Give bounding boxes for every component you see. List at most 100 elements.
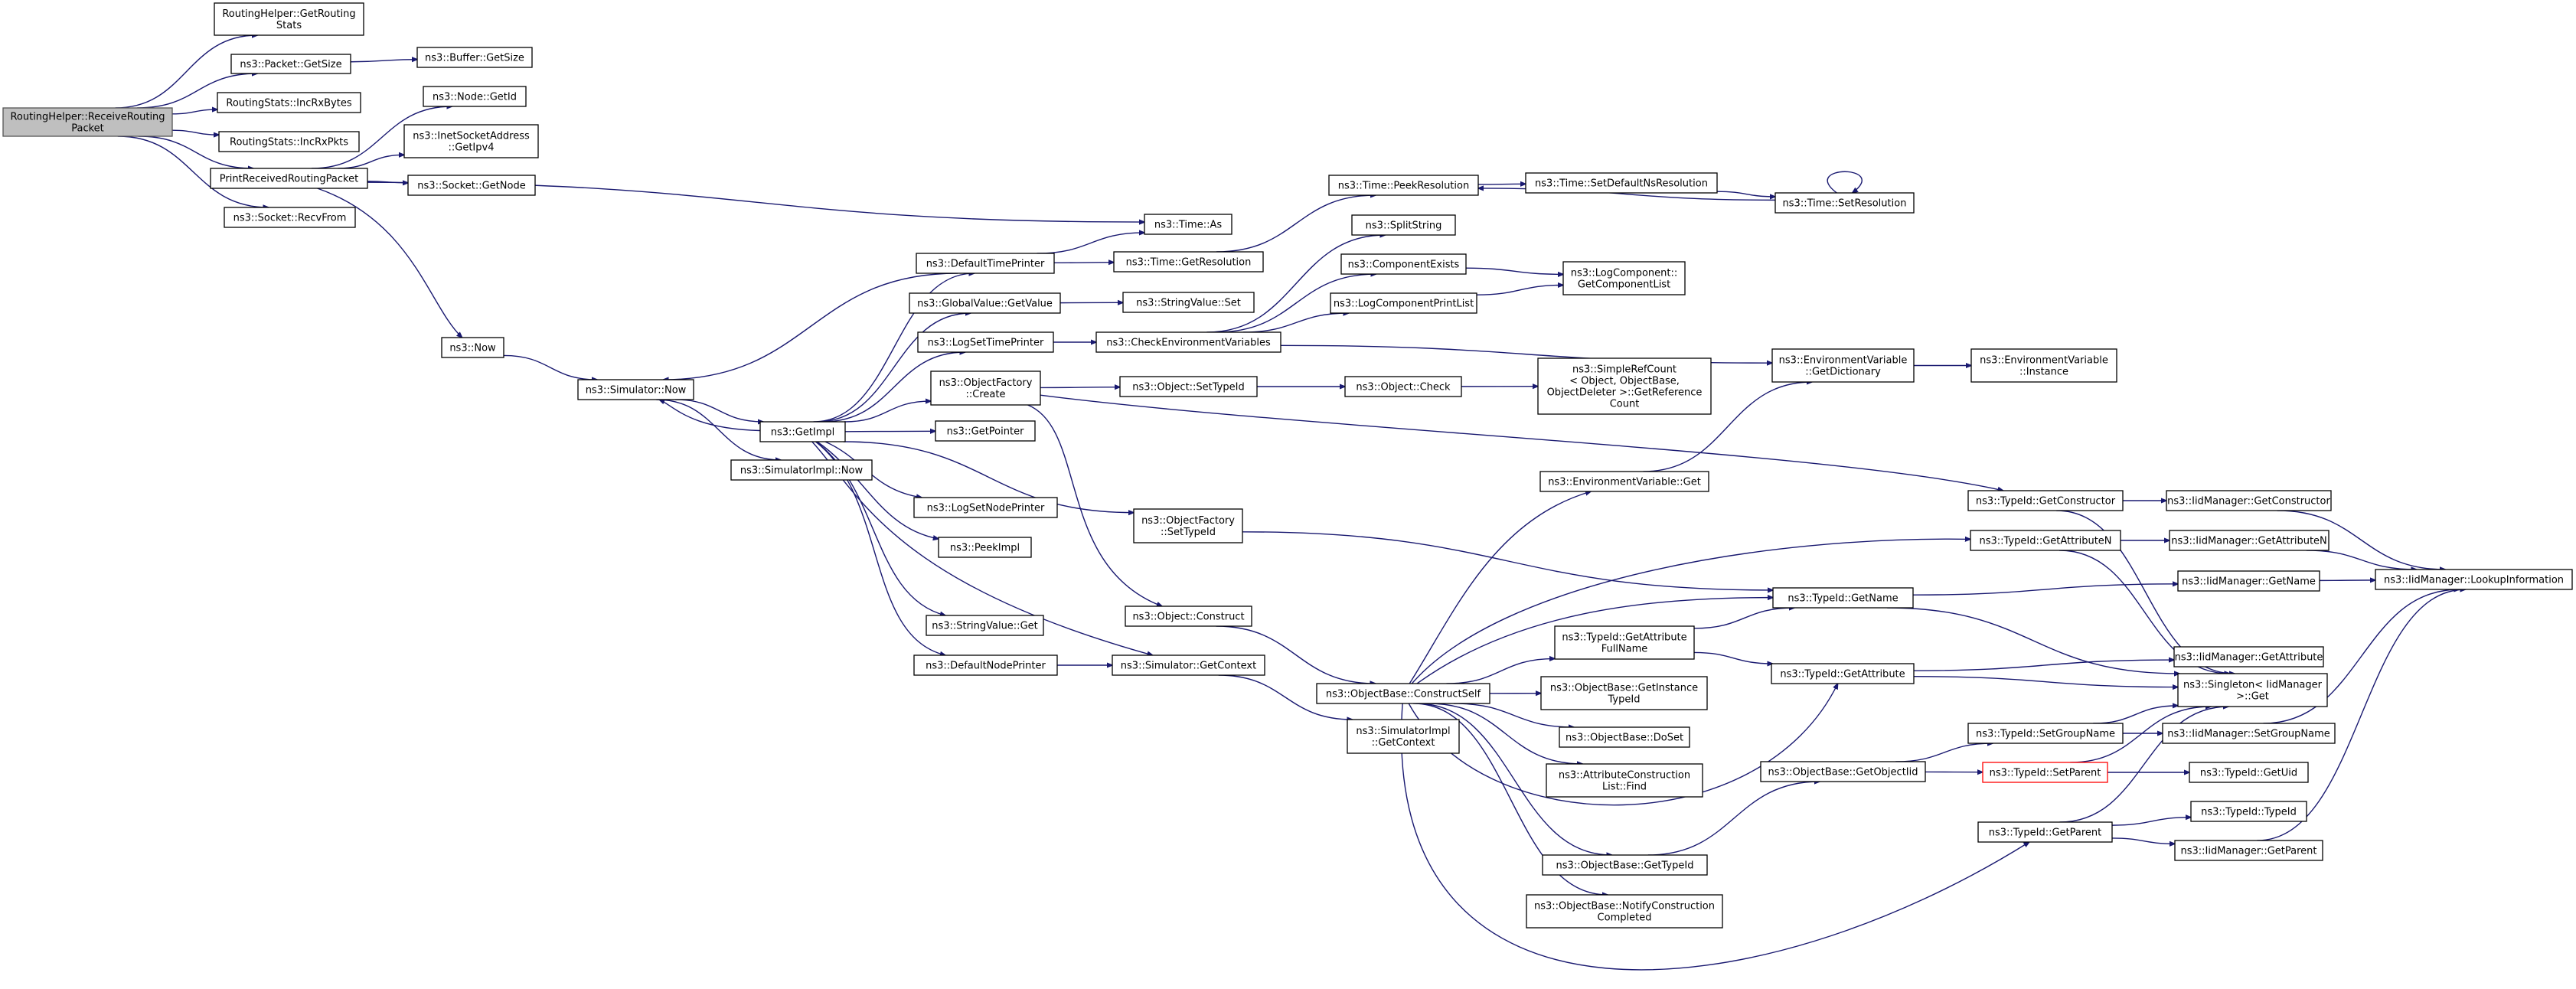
node-typeid-setgroupname[interactable]: ns3::TypeId::SetGroupName bbox=[1967, 723, 2124, 744]
node-simimpl-getcontext[interactable]: ns3::SimulatorImpl::GetContext bbox=[1347, 719, 1460, 754]
call-edge bbox=[1912, 584, 2178, 596]
node-label: ns3::Object::SetTypeId bbox=[1132, 382, 1244, 393]
node-splitstring[interactable]: ns3::SplitString bbox=[1351, 214, 1456, 236]
node-typeid-getattribute[interactable]: ns3::TypeId::GetAttribute bbox=[1771, 663, 1915, 684]
node-time-setres[interactable]: ns3::Time::SetResolution bbox=[1774, 192, 1915, 214]
node-check-env[interactable]: ns3::CheckEnvironmentVariables bbox=[1095, 331, 1281, 353]
call-edge bbox=[1411, 539, 1970, 684]
node-iid-getparent[interactable]: ns3::IidManager::GetParent bbox=[2174, 840, 2323, 861]
node-iid-getname[interactable]: ns3::IidManager::GetName bbox=[2177, 570, 2320, 592]
node-incrxpkts[interactable]: RoutingStats::IncRxPkts bbox=[218, 131, 360, 152]
node-time-as[interactable]: ns3::Time::As bbox=[1144, 214, 1232, 235]
node-getimpl[interactable]: ns3::GetImpl bbox=[759, 421, 846, 442]
node-label: ns3::IidManager::GetAttribute bbox=[2175, 652, 2323, 664]
node-iid-lookupinfo[interactable]: ns3::IidManager::LookupInformation bbox=[2375, 569, 2573, 590]
call-edge bbox=[843, 441, 1134, 513]
call-edge-line bbox=[843, 441, 1134, 513]
node-ob-gettypeid[interactable]: ns3::ObjectBase::GetTypeId bbox=[1542, 854, 1708, 876]
node-obj-settypeid[interactable]: ns3::Object::SetTypeId bbox=[1119, 376, 1258, 397]
node-getpointer[interactable]: ns3::GetPointer bbox=[935, 420, 1036, 442]
node-box bbox=[1771, 663, 1915, 684]
node-time-setdefaultns[interactable]: ns3::Time::SetDefaultNsResolution bbox=[1525, 172, 1718, 194]
call-edge-line bbox=[675, 399, 763, 422]
node-default-node-printer[interactable]: ns3::DefaultNodePrinter bbox=[913, 654, 1058, 676]
node-buf-getsize[interactable]: ns3::Buffer::GetSize bbox=[416, 47, 533, 68]
node-obj-check[interactable]: ns3::Object::Check bbox=[1344, 376, 1462, 397]
node-iid-getattribute[interactable]: ns3::IidManager::GetAttribute bbox=[2173, 646, 2324, 667]
node-box bbox=[1316, 683, 1490, 704]
node-of-create[interactable]: ns3::ObjectFactory::Create bbox=[930, 370, 1041, 406]
node-now[interactable]: ns3::Now bbox=[441, 337, 504, 358]
node-log-set-time-printer[interactable]: ns3::LogSetTimePrinter bbox=[917, 331, 1054, 353]
call-edge-line bbox=[1887, 607, 2179, 674]
node-gv-getvalue[interactable]: ns3::GlobalValue::GetValue bbox=[909, 292, 1061, 314]
node-iid-getconstructor[interactable]: ns3::IidManager::GetConstructor bbox=[2166, 490, 2332, 511]
call-edge bbox=[1887, 607, 2179, 674]
node-simimpl-now[interactable]: ns3::SimulatorImpl::Now bbox=[730, 459, 873, 481]
node-log-set-node-printer[interactable]: ns3::LogSetNodePrinter bbox=[913, 497, 1058, 518]
call-edge bbox=[817, 441, 939, 539]
node-typeid-setparent[interactable]: ns3::TypeId::SetParent bbox=[1982, 762, 2108, 783]
node-peekimpl[interactable]: ns3::PeekImpl bbox=[938, 537, 1032, 558]
node-sv-set[interactable]: ns3::StringValue::Set bbox=[1122, 292, 1255, 313]
node-recvfrom[interactable]: ns3::Socket::RecvFrom bbox=[224, 207, 356, 228]
node-label: ObjectDeleter >::GetReference bbox=[1547, 387, 1703, 399]
node-typeid-typeid[interactable]: ns3::TypeId::TypeId bbox=[2190, 801, 2307, 822]
node-box bbox=[230, 54, 351, 74]
node-ob-doset[interactable]: ns3::ObjectBase::DoSet bbox=[1559, 726, 1690, 748]
node-label: ns3::TypeId::GetParent bbox=[1989, 827, 2102, 839]
node-log-comp-printlist[interactable]: ns3::LogComponentPrintList bbox=[1330, 292, 1477, 314]
node-singleton-get[interactable]: ns3::Singleton< IidManager>::Get bbox=[2177, 673, 2328, 707]
call-edge bbox=[1827, 171, 1863, 193]
call-edge-line bbox=[1415, 703, 1612, 855]
node-envvar-getdict[interactable]: ns3::EnvironmentVariable::GetDictionary bbox=[1771, 348, 1915, 383]
node-logcomp-getlist[interactable]: ns3::LogComponent::GetComponentList bbox=[1562, 261, 1686, 295]
call-edge bbox=[2059, 707, 2228, 823]
node-simplerefcount[interactable]: ns3::SimpleRefCount< Object, ObjectBase,… bbox=[1537, 357, 1712, 415]
node-label: ns3::InetSocketAddress bbox=[413, 131, 530, 142]
node-typeid-getparent[interactable]: ns3::TypeId::GetParent bbox=[1977, 821, 2113, 843]
node-time-peekres[interactable]: ns3::Time::PeekResolution bbox=[1328, 175, 1479, 196]
node-sim-now[interactable]: ns3::Simulator::Now bbox=[577, 379, 694, 400]
node-iid-setgroupname[interactable]: ns3::IidManager::SetGroupName bbox=[2162, 723, 2336, 744]
node-ob-constructself[interactable]: ns3::ObjectBase::ConstructSelf bbox=[1316, 683, 1490, 704]
node-of-settypeid[interactable]: ns3::ObjectFactory::SetTypeId bbox=[1133, 508, 1243, 543]
node-box bbox=[1772, 587, 1914, 609]
node-envvar-instance[interactable]: ns3::EnvironmentVariable::Instance bbox=[1970, 348, 2117, 383]
node-label: ns3::Time::PeekResolution bbox=[1338, 181, 1469, 192]
node-box bbox=[935, 420, 1036, 442]
node-typeid-getattributen[interactable]: ns3::TypeId::GetAttributeN bbox=[1970, 530, 2121, 551]
node-label: ns3::PeekImpl bbox=[950, 543, 1020, 554]
node-time-getres[interactable]: ns3::Time::GetResolution bbox=[1113, 251, 1264, 273]
call-edge-line bbox=[1446, 658, 1555, 684]
node-default-time-printer[interactable]: ns3::DefaultTimePrinter bbox=[916, 253, 1055, 274]
node-envvar-get[interactable]: ns3::EnvironmentVariable::Get bbox=[1539, 471, 1709, 492]
node-label: ns3::SimpleRefCount bbox=[1572, 364, 1677, 376]
node-label: ns3::Now bbox=[449, 343, 496, 354]
node-box bbox=[2162, 723, 2336, 744]
node-sim-getcontext[interactable]: ns3::Simulator::GetContext bbox=[1112, 654, 1265, 676]
node-typeid-getname[interactable]: ns3::TypeId::GetName bbox=[1772, 587, 1914, 609]
node-box bbox=[1562, 261, 1686, 295]
node-sv-get[interactable]: ns3::StringValue::Get bbox=[926, 615, 1044, 636]
node-typeid-getuid[interactable]: ns3::TypeId::GetUid bbox=[2189, 762, 2309, 783]
node-box bbox=[1113, 251, 1264, 273]
node-obj-construct[interactable]: ns3::Object::Construct bbox=[1125, 605, 1252, 627]
node-typeid-getconstructor[interactable]: ns3::TypeId::GetConstructor bbox=[1967, 490, 2124, 511]
node-sock-getnode[interactable]: ns3::Socket::GetNode bbox=[407, 175, 536, 196]
node-ob-getobjectiid[interactable]: ns3::ObjectBase::GetObjectIid bbox=[1760, 761, 1926, 782]
node-printrecv[interactable]: PrintReceivedRoutingPacket bbox=[210, 168, 368, 189]
node-pkt-getsize[interactable]: ns3::Packet::GetSize bbox=[230, 54, 351, 74]
node-label: ns3::ObjectBase::ConstructSelf bbox=[1326, 689, 1481, 700]
node-comp-exists[interactable]: ns3::ComponentExists bbox=[1340, 253, 1467, 275]
node-iid-getattributen[interactable]: ns3::IidManager::GetAttributeN bbox=[2169, 530, 2330, 551]
node-incrxbytes[interactable]: RoutingStats::IncRxBytes bbox=[217, 92, 361, 113]
call-edge bbox=[115, 35, 258, 109]
node-inet-getipv4[interactable]: ns3::InetSocketAddress::GetIpv4 bbox=[403, 124, 539, 158]
node-node-getid[interactable]: ns3::Node::GetId bbox=[423, 86, 527, 107]
node-ob-notify[interactable]: ns3::ObjectBase::NotifyConstructionCompl… bbox=[1526, 894, 1723, 929]
